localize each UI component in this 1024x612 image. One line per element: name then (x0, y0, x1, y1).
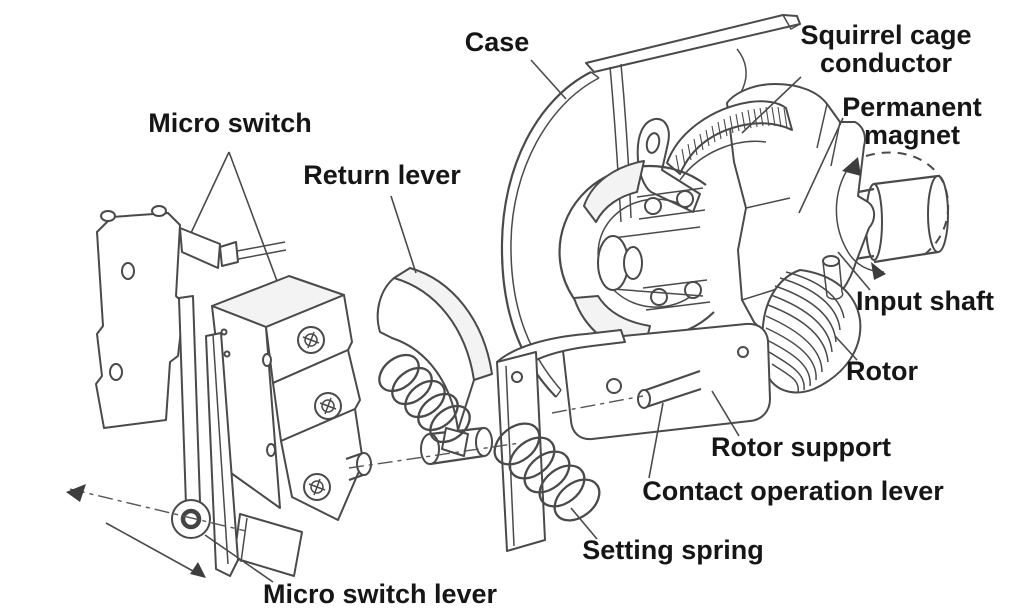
motion-line (105, 522, 203, 577)
contact-operation-lever-drawing (496, 329, 626, 552)
label-permanent-magnet: Permanent magnet (842, 92, 982, 150)
squirrel-cage-conductor-drawing (666, 100, 793, 181)
leader-lines (190, 59, 871, 583)
label-squirrel-cage-conductor: Squirrel cage conductor (800, 20, 972, 78)
return-lever-drawing (376, 267, 493, 457)
bearing-housing-drawing (558, 160, 715, 356)
rotor-drawing (761, 269, 862, 394)
label-case: Case (464, 27, 530, 57)
motion-arrowhead (190, 562, 206, 578)
screw-icon (314, 392, 342, 420)
screw-icon (297, 326, 325, 354)
label-micro-switch-lever: Micro switch lever (262, 579, 498, 609)
label-micro-switch: Micro switch (148, 108, 312, 138)
micro-switch-lever-drawing (171, 332, 239, 577)
label-rotor-support: Rotor support (711, 432, 891, 462)
micro-switch-drawing (95, 205, 372, 577)
squirrel-cage-fins (675, 106, 788, 172)
axis-arrowhead (66, 484, 86, 502)
axis-lines (66, 395, 644, 578)
rotor-support-drawing (561, 255, 844, 441)
screw-icon (303, 473, 331, 501)
label-input-shaft: Input shaft (856, 286, 994, 316)
label-return-lever: Return lever (303, 160, 461, 190)
rotor-support-ear-drawing (636, 117, 701, 213)
label-rotor: Rotor (846, 356, 918, 386)
setting-spring-drawing (493, 422, 601, 522)
input-shaft-drawing (847, 174, 949, 264)
rotation-arrow (835, 151, 950, 280)
return-spring-drawing (378, 353, 471, 444)
label-setting-spring: Setting spring (582, 535, 764, 565)
label-contact-operation-lever: Contact operation lever (642, 476, 944, 506)
case-drawing (500, 14, 801, 398)
